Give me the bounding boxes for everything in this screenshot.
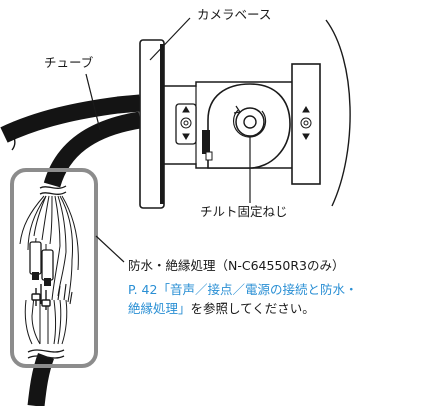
tilt-arrow-icon-left bbox=[180, 106, 192, 140]
reference-line-2: 絶縁処理」を参照してください。 bbox=[128, 299, 357, 318]
waterproof-highlight-box bbox=[10, 168, 98, 368]
tube-label: チューブ bbox=[44, 55, 94, 70]
reference-link-part-2[interactable]: 絶縁処理」 bbox=[128, 301, 191, 317]
cable-upper bbox=[0, 94, 141, 151]
tilt-screw-label: チルト固定ねじ bbox=[200, 204, 288, 219]
connector-plug bbox=[29, 241, 54, 286]
camera-base-plate bbox=[139, 39, 165, 209]
reference-line-1: P. 42「音声／接点／電源の接続と防水・ bbox=[128, 280, 357, 299]
cable-lower bbox=[27, 111, 142, 407]
camera-side-plate bbox=[291, 19, 351, 207]
tube-pointer-line bbox=[85, 73, 101, 131]
tilt-arrow-icon-right bbox=[300, 106, 312, 140]
reference-note: P. 42「音声／接点／電源の接続と防水・ 絶縁処理」を参照してください。 bbox=[128, 280, 357, 319]
cable-break-marks bbox=[27, 185, 67, 359]
waterproof-pointer-line bbox=[95, 235, 125, 263]
tilt-hub bbox=[202, 83, 291, 169]
camera-base-label: カメラベース bbox=[197, 7, 272, 22]
camera-arm bbox=[164, 81, 320, 169]
tilt-screw-icon bbox=[232, 105, 267, 138]
reference-link-part-1[interactable]: P. 42「音声／接点／電源の接続と防水・ bbox=[128, 282, 358, 297]
waterproof-label: 防水・絶縁処理（N-C64550R3のみ） bbox=[128, 258, 345, 273]
camera-base-pointer-line bbox=[149, 17, 191, 61]
reference-instruction-text: を参照してください。 bbox=[190, 301, 315, 317]
connector-pins bbox=[31, 283, 73, 310]
